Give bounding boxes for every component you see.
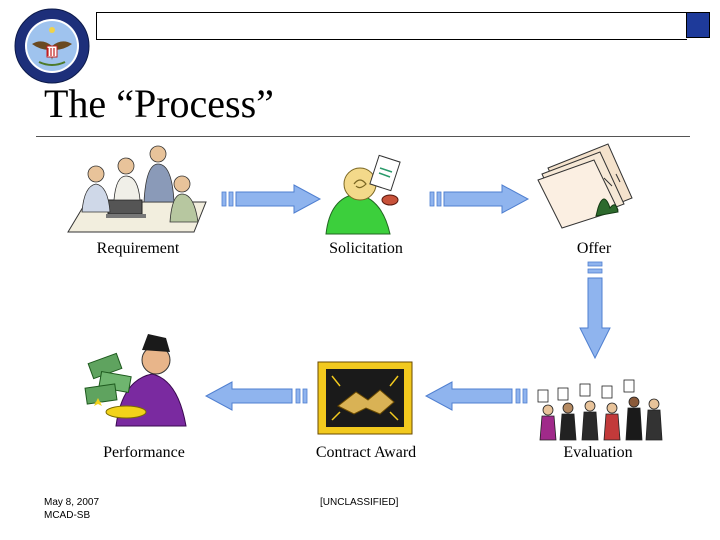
step-label-evaluation: Evaluation bbox=[563, 444, 633, 461]
documents-stack-icon bbox=[537, 138, 638, 229]
people-meeting-icon bbox=[66, 140, 210, 236]
magician-money-icon bbox=[84, 330, 190, 427]
header-bar bbox=[96, 12, 687, 40]
handshake-icon bbox=[317, 361, 413, 435]
title-divider bbox=[36, 136, 690, 137]
step-label-requirement: Requirement bbox=[96, 240, 180, 257]
header-accent-box bbox=[686, 12, 710, 38]
arrow-requirement-to-solicitation bbox=[221, 184, 322, 214]
footer-date: May 8, 2007 bbox=[44, 497, 100, 508]
arrow-evaluation-to-contract-award bbox=[424, 381, 528, 411]
footer-org: MCAD-SB bbox=[44, 510, 91, 521]
arrow-offer-to-evaluation bbox=[579, 261, 611, 360]
dod-seal-icon bbox=[14, 8, 90, 84]
arrow-solicitation-to-offer bbox=[429, 184, 530, 214]
person-reading-icon bbox=[325, 154, 410, 235]
classification-label: [UNCLASSIFIED] bbox=[320, 497, 399, 508]
step-label-solicitation: Solicitation bbox=[329, 240, 403, 257]
arrow-contract-award-to-performance bbox=[204, 381, 308, 411]
step-label-contract-award: Contract Award bbox=[315, 444, 417, 461]
step-label-offer: Offer bbox=[576, 240, 612, 257]
step-label-performance: Performance bbox=[103, 444, 185, 461]
page-title: The “Process” bbox=[44, 81, 274, 126]
judges-scoring-icon bbox=[534, 370, 664, 441]
